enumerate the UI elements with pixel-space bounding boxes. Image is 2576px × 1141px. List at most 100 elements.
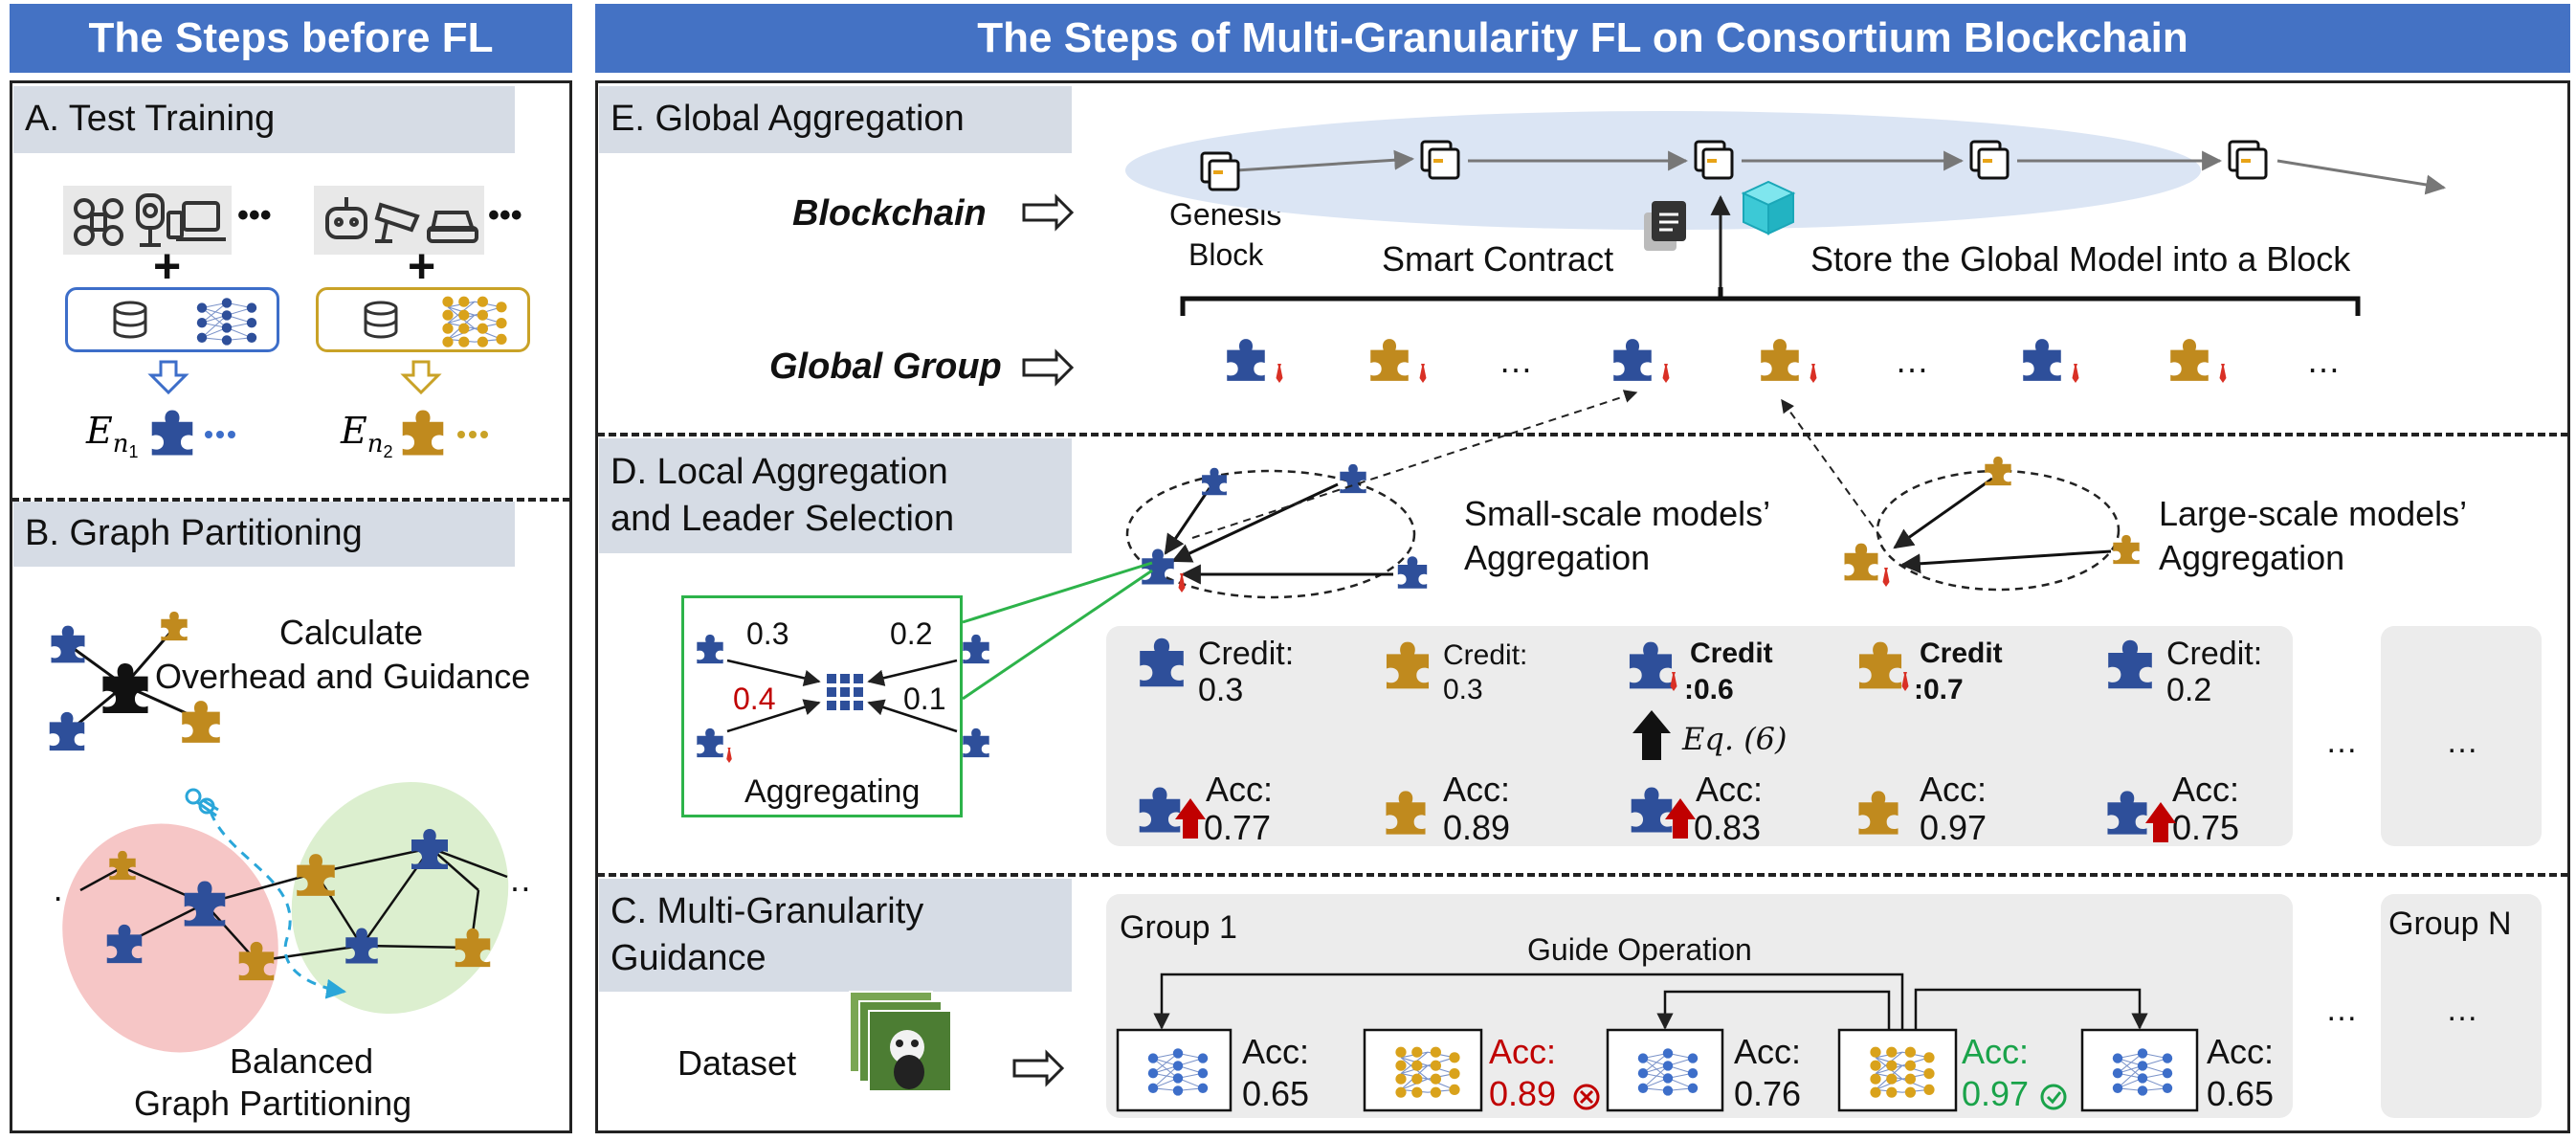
leader-tie-icon	[2219, 364, 2227, 383]
acc-up-arrow-icon	[2145, 802, 2176, 842]
global-piece-1	[1227, 339, 1265, 381]
weight-0-4: 0.4	[733, 682, 776, 716]
credit-piece-2	[1386, 641, 1430, 689]
model-acc-label-3: Acc:	[1734, 1032, 1802, 1071]
global-piece-2	[1370, 339, 1409, 381]
acc-value-5: 0.75	[2172, 808, 2240, 847]
model-box-3	[1606, 1028, 1724, 1112]
small-network-icon	[196, 298, 257, 346]
acc-label-4: Acc:	[1920, 770, 1988, 809]
calculate-text: Calculate	[279, 613, 424, 652]
model-acc-value-5: 0.65	[2207, 1074, 2275, 1113]
acc-piece-4	[1858, 791, 1899, 835]
group-n-box	[2381, 894, 2542, 1118]
blockchain-arrow-icon	[1022, 193, 1075, 232]
graph-node-4	[182, 701, 220, 743]
section-e-title: E. Global Aggregation	[599, 86, 1072, 153]
global-bracket	[1180, 296, 2361, 316]
smart-contract-icon	[1644, 201, 1686, 251]
credit-ellipsis-2: …	[2446, 724, 2478, 760]
car-icon	[427, 211, 478, 243]
device-ellipsis-left: •••	[237, 197, 272, 234]
leader-tie-icon	[1901, 672, 1909, 691]
acc-label-2: Acc:	[1443, 770, 1511, 809]
right-banner: The Steps of Multi-Granularity FL on Con…	[595, 4, 2570, 73]
dataset-image	[849, 991, 952, 1092]
aggregating-label: Aggregating	[744, 773, 921, 810]
right-panel	[595, 80, 2570, 1133]
plus-left: +	[153, 239, 182, 293]
global-group-arrow-icon	[1022, 348, 1075, 387]
data-model-box-right	[316, 287, 530, 352]
e-n2-label: En2	[341, 410, 393, 461]
balanced-text: Balanced	[230, 1041, 374, 1081]
large-to-global-link	[1781, 398, 1882, 539]
global-piece-4	[1761, 339, 1799, 381]
laptop-icon	[167, 201, 226, 241]
left-banner: The Steps before FL	[10, 4, 572, 73]
aggregated-model-icon	[827, 674, 863, 710]
pass-icon	[2040, 1084, 2067, 1110]
global-piece-5	[2023, 339, 2061, 381]
agg-node-2	[963, 634, 989, 664]
acc-value-3: 0.83	[1694, 808, 1762, 847]
weight-0-1: 0.1	[903, 682, 946, 716]
credit-label-5: Credit:	[2166, 636, 2263, 672]
leader-tie-icon	[726, 748, 732, 763]
left-panel	[10, 80, 572, 1133]
model-acc-value-1: 0.65	[1242, 1074, 1310, 1113]
weight-0-2: 0.2	[890, 616, 933, 651]
small-group-ellipse	[1125, 469, 1416, 599]
group-ellipsis-1: …	[2325, 992, 2358, 1028]
up-arrow-icon	[1632, 710, 1671, 760]
model-box-5	[2080, 1028, 2199, 1112]
left-divider	[11, 498, 570, 502]
divider-d-c	[597, 873, 2568, 877]
callout-pointer	[962, 561, 1153, 701]
leader-tie-icon	[2072, 364, 2079, 383]
large-node-2	[2113, 534, 2140, 565]
partition-green	[291, 781, 509, 1015]
scissors-icon	[185, 788, 219, 817]
model-box-2	[1363, 1028, 1483, 1112]
acc-piece-2	[1386, 791, 1426, 835]
large-leader-node	[1844, 543, 1878, 581]
credit-piece-4	[1858, 641, 1902, 689]
global-group-label: Global Group	[769, 347, 1002, 387]
credit-piece-5	[2108, 639, 2152, 689]
aggregating-arrows	[726, 659, 958, 733]
agg-node-4	[963, 727, 989, 758]
e-n1-label: En1	[86, 410, 139, 461]
acc-label-5: Acc:	[2172, 770, 2240, 809]
graph-node-2	[161, 611, 188, 641]
leader-tie-icon	[1810, 364, 1817, 383]
acc-piece-3	[1631, 787, 1673, 833]
global-piece-3	[1613, 339, 1652, 381]
model-acc-value-3: 0.76	[1734, 1074, 1802, 1113]
credit-acc-box-extra	[2381, 626, 2542, 846]
small-group-arrows	[1164, 482, 1393, 585]
cctv-icon	[374, 202, 420, 243]
acc-value-1: 0.77	[1204, 808, 1272, 847]
block-text: Block	[1188, 237, 1264, 272]
database-icon	[113, 301, 147, 339]
drone-icon	[74, 198, 123, 246]
global-ellipsis-3: …	[2306, 341, 2341, 380]
leader-tie-icon	[1178, 573, 1186, 593]
model-acc-value-2: 0.89	[1489, 1074, 1557, 1113]
credit-ellipsis-1: …	[2325, 724, 2358, 760]
database-icon-2	[364, 301, 398, 339]
leader-tie-icon	[1662, 364, 1670, 383]
small-to-global-link	[1191, 390, 1638, 539]
credit-piece-3	[1629, 641, 1673, 689]
plus-right: +	[408, 239, 436, 293]
model-box-1	[1116, 1028, 1232, 1112]
guide-operation-label: Guide Operation	[1527, 932, 1752, 967]
block-icons	[1200, 140, 2268, 191]
credit-value-5: 0.2	[2166, 672, 2212, 708]
model-box-4	[1837, 1028, 1958, 1112]
acc-label-1: Acc:	[1206, 770, 1274, 809]
